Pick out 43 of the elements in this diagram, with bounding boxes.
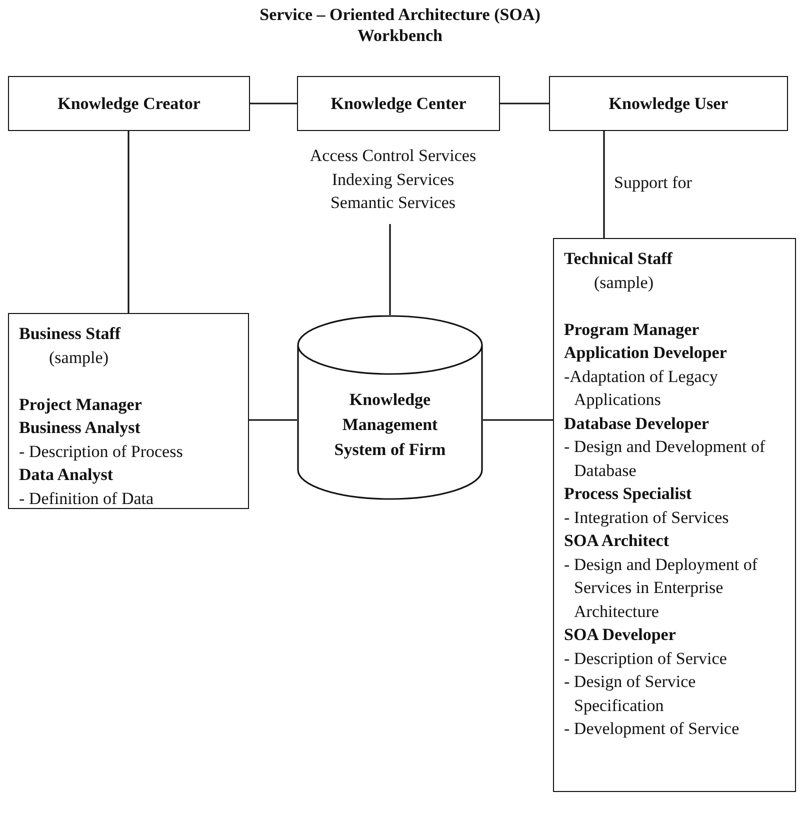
text-line: - Description of Service [564,648,728,670]
role-heading: SOA Architect [564,530,670,552]
box-heading: Technical Staff [564,248,674,270]
connector-line [483,419,553,421]
role-heading: Business Analyst [19,417,142,439]
connector-line [389,224,391,315]
box-heading: Knowledge Center [330,92,466,115]
box-heading: Knowledge Management System of Firm [333,389,447,461]
database-cylinder [297,315,483,500]
box-heading: Knowledge User [608,92,728,115]
role-heading: Application Developer [564,342,728,364]
service-item: Access Control Services [308,145,478,167]
role-heading: Data Analyst [19,464,114,486]
connector-line [249,419,297,421]
text-line: - Development of Service [564,718,740,740]
process-box [8,76,250,131]
service-item: Semantic Services [329,192,457,214]
diagram-title: Service – Oriented Architecture (SOA) Workbench [258,4,542,46]
service-item: Indexing Services [330,168,456,191]
text-line: - Design and Deployment of Services in Enterprise Architecture [564,554,759,622]
text-line: - Design and Development of Database [564,436,766,482]
connector-line [603,131,605,238]
text-line: - Definition of Data [19,488,155,510]
text-line: (sample) [593,272,654,294]
staff-box [553,238,796,792]
process-box [549,76,788,131]
connector-line [128,131,130,313]
box-heading: Knowledge Creator [58,92,200,115]
text-line: - Design of Service Specification [564,671,697,717]
text-line: -Adaptation of Legacy Applications [564,366,719,411]
process-box [297,76,500,131]
role-heading: Database Developer [564,412,710,435]
connector-line [500,102,549,104]
staff-box [8,313,249,509]
role-heading: Project Manager [19,394,143,416]
connector-line [250,102,297,104]
role-heading: SOA Developer [564,624,677,646]
role-heading: Program Manager [564,318,700,341]
text-line: - Integration of Services [564,506,730,529]
text-line: - Description of Process [19,440,184,463]
box-heading: Business Staff [19,323,122,345]
text-line: (sample) [48,346,110,369]
role-heading: Process Specialist [564,483,693,505]
